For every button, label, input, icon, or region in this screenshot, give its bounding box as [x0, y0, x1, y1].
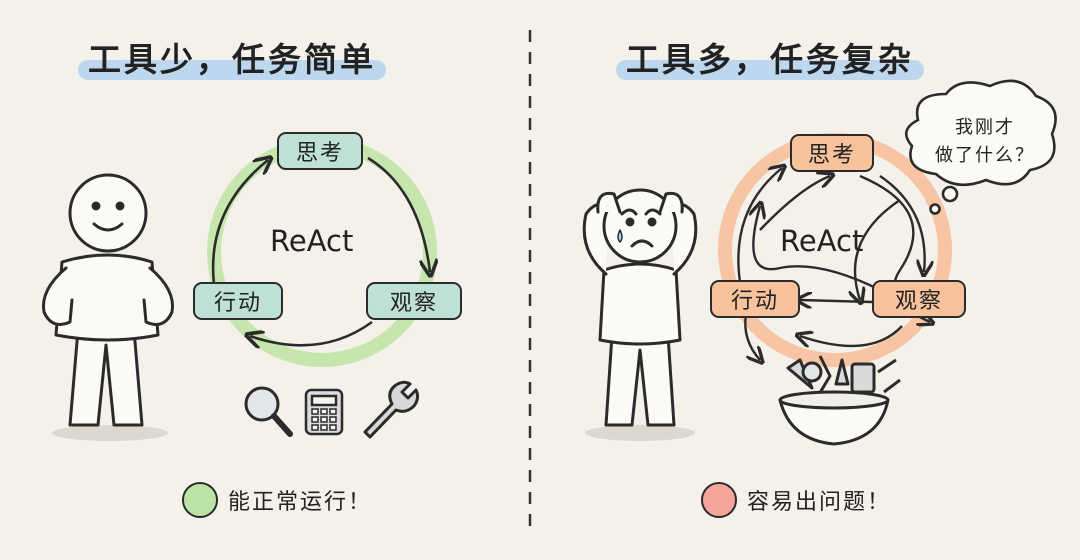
node-observe-left: 观察: [366, 282, 462, 320]
node-observe-right: 观察: [872, 280, 966, 318]
wrench-icon: [363, 380, 420, 439]
thought-line-2: 做了什么？: [935, 145, 1035, 166]
check-badge-icon: [182, 482, 218, 518]
thought-bubble: [904, 79, 1057, 215]
stressed-person-figure: [582, 188, 698, 441]
right-title-highlight: [616, 60, 924, 80]
calculator-icon: [304, 388, 344, 436]
react-label-left: ReAct: [270, 224, 354, 258]
right-title-text: 工具多，任务复杂: [626, 40, 914, 79]
node-act-left: 行动: [193, 282, 283, 320]
node-think-left: 思考: [277, 132, 363, 170]
tangled-arrows: [737, 168, 930, 360]
search-icon: [244, 386, 293, 437]
thought-line-1: 我刚才: [955, 117, 1015, 138]
left-title-text: 工具少，任务简单: [88, 40, 376, 79]
status-right-text: 容易出问题！: [747, 490, 892, 515]
node-act-right: 行动: [710, 280, 800, 318]
status-left: 能正常运行！: [182, 480, 372, 520]
left-title: 工具少，任务简单: [78, 34, 386, 86]
toolbox-bowl: [778, 355, 901, 446]
thought-text: 我刚才 做了什么？: [924, 114, 1046, 170]
right-title: 工具多，任务复杂: [616, 34, 924, 86]
happy-person-figure: [41, 173, 175, 441]
react-label-right: ReAct: [780, 224, 864, 258]
error-badge-icon: [701, 482, 737, 518]
status-right: 容易出问题！: [701, 480, 891, 520]
node-think-right: 思考: [790, 134, 874, 172]
status-left-text: 能正常运行！: [228, 490, 373, 515]
react-loop-arrows-left: [211, 158, 430, 345]
left-title-highlight: [78, 60, 386, 80]
